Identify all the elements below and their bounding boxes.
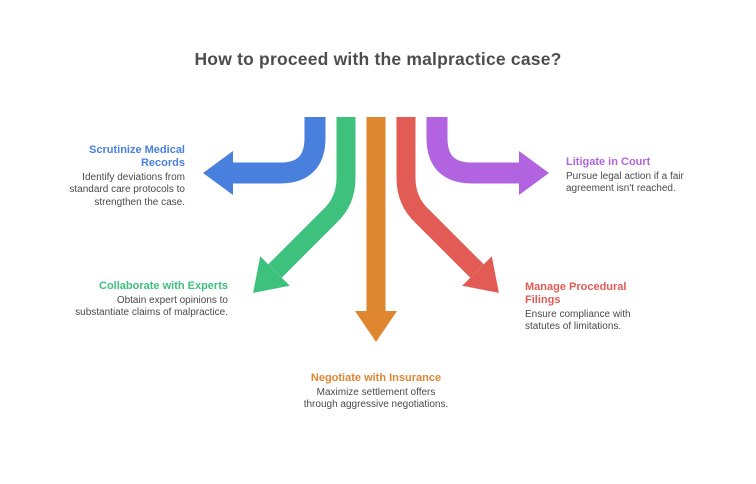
item-negotiate-with-insurance: Negotiate with Insurance Maximize settle… bbox=[301, 372, 451, 412]
item-description: Ensure compliance with statutes of limit… bbox=[525, 309, 631, 333]
arrow-collaborate-with-experts bbox=[253, 117, 356, 293]
item-collaborate-with-experts: Collaborate with Experts Obtain expert o… bbox=[70, 280, 228, 320]
item-manage-procedural-filings: Manage Procedural Filings Ensure complia… bbox=[525, 281, 660, 334]
page-title: How to proceed with the malpractice case… bbox=[194, 49, 562, 69]
item-scrutinize-medical-records: Scrutinize Medical Records Identify devi… bbox=[59, 144, 185, 209]
arrow-negotiate-head bbox=[355, 311, 397, 342]
arrow-manage-shaft bbox=[396, 117, 484, 278]
item-label: Manage Procedural Filings bbox=[525, 281, 627, 306]
arrow-manage-procedural-filings bbox=[396, 117, 499, 293]
item-label: Negotiate with Insurance bbox=[310, 372, 442, 384]
arrow-collaborate-shaft bbox=[268, 117, 356, 278]
arrow-scrutinize-head bbox=[203, 151, 233, 195]
arrow-negotiate-with-insurance bbox=[355, 117, 397, 342]
arrow-scrutinize-medical-records bbox=[203, 117, 326, 195]
arrow-manage-head bbox=[462, 256, 499, 293]
item-label: Scrutinize Medical Records bbox=[89, 144, 185, 169]
arrow-litigate-head bbox=[519, 151, 549, 195]
arrow-litigate-in-court bbox=[426, 117, 549, 195]
arrow-collaborate-head bbox=[253, 256, 290, 293]
item-description: Identify deviations from standard care p… bbox=[69, 172, 185, 208]
arrow-scrutinize-shaft bbox=[233, 117, 326, 184]
item-litigate-in-court: Litigate in Court Pursue legal action if… bbox=[566, 156, 726, 196]
item-description: Maximize settlement offers through aggre… bbox=[303, 387, 449, 411]
arrow-litigate-shaft bbox=[426, 117, 519, 184]
item-label: Collaborate with Experts bbox=[99, 280, 228, 292]
item-description: Pursue legal action if a fair agreement … bbox=[566, 171, 684, 195]
item-description: Obtain expert opinions to substantiate c… bbox=[75, 295, 228, 319]
item-label: Litigate in Court bbox=[566, 156, 651, 168]
